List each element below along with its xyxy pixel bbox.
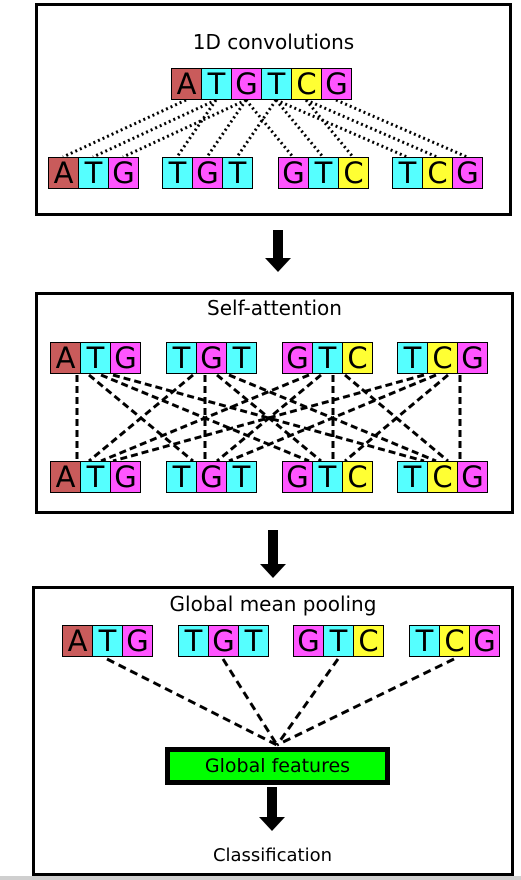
attention-title: Self-attention (207, 296, 342, 320)
nucleotide-t: T (397, 461, 428, 493)
nucleotide-t: T (78, 157, 109, 189)
nucleotide-c: C (353, 625, 384, 657)
window-edge (0, 876, 521, 880)
nucleotide-t: T (312, 461, 343, 493)
nucleotide-a: A (48, 157, 79, 189)
nucleotide-t: T (166, 461, 197, 493)
nucleotide-c: C (439, 625, 470, 657)
nucleotide-t: T (166, 342, 197, 374)
nucleotide-c: C (427, 342, 458, 374)
nucleotide-g: G (192, 157, 223, 189)
nucleotide-g: G (208, 625, 239, 657)
nucleotide-g: G (110, 342, 141, 374)
nucleotide-t: T (80, 461, 111, 493)
nucleotide-c: C (338, 157, 369, 189)
conv-title: 1D convolutions (192, 30, 355, 54)
nucleotide-c: C (342, 461, 373, 493)
nucleotide-g: G (110, 461, 141, 493)
nucleotide-g: G (122, 625, 153, 657)
nucleotide-t: T (201, 68, 232, 100)
nucleotide-g: G (457, 461, 488, 493)
nucleotide-t: T (222, 157, 253, 189)
nucleotide-t: T (392, 157, 423, 189)
nucleotide-t: T (226, 342, 257, 374)
nucleotide-g: G (321, 68, 352, 100)
nucleotide-c: C (427, 461, 458, 493)
nucleotide-t: T (308, 157, 339, 189)
nucleotide-g: G (278, 157, 309, 189)
nucleotide-c: C (291, 68, 322, 100)
nucleotide-a: A (62, 625, 93, 657)
nucleotide-a: A (50, 461, 81, 493)
nucleotide-t: T (261, 68, 292, 100)
nucleotide-c: C (342, 342, 373, 374)
nucleotide-g: G (196, 461, 227, 493)
nucleotide-t: T (409, 625, 440, 657)
nucleotide-t: T (162, 157, 193, 189)
nucleotide-g: G (457, 342, 488, 374)
nucleotide-t: T (323, 625, 354, 657)
nucleotide-g: G (196, 342, 227, 374)
nucleotide-a: A (171, 68, 202, 100)
nucleotide-t: T (238, 625, 269, 657)
nucleotide-g: G (452, 157, 483, 189)
nucleotide-c: C (422, 157, 453, 189)
pooling-title: Global mean pooling (169, 592, 377, 616)
nucleotide-g: G (293, 625, 324, 657)
global-features-box: Global features (165, 747, 390, 785)
nucleotide-g: G (108, 157, 139, 189)
classification-label: Classification (212, 845, 333, 866)
nucleotide-t: T (226, 461, 257, 493)
nucleotide-t: T (397, 342, 428, 374)
nucleotide-g: G (282, 461, 313, 493)
nucleotide-g: G (231, 68, 262, 100)
nucleotide-g: G (469, 625, 500, 657)
nucleotide-t: T (80, 342, 111, 374)
nucleotide-g: G (282, 342, 313, 374)
nucleotide-t: T (178, 625, 209, 657)
nucleotide-t: T (312, 342, 343, 374)
nucleotide-t: T (92, 625, 123, 657)
nucleotide-a: A (50, 342, 81, 374)
